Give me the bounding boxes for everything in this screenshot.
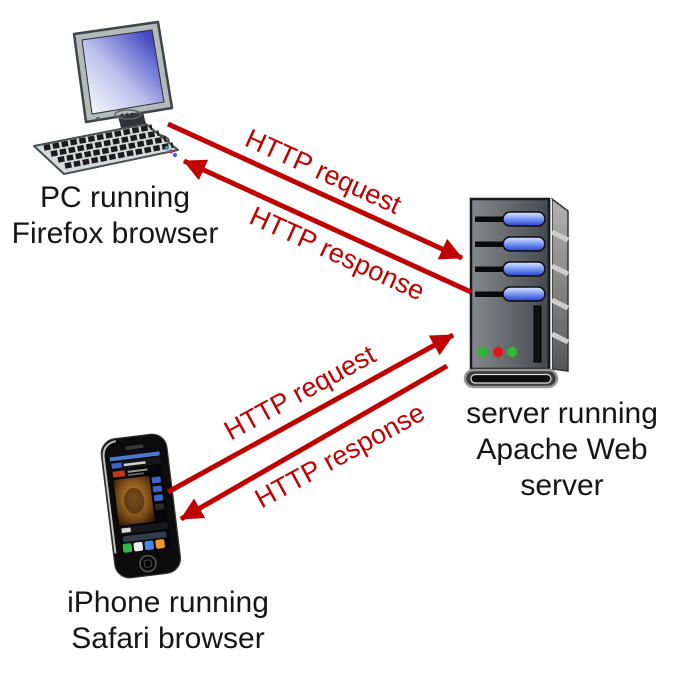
- iphone-icon: [86, 432, 196, 582]
- http-request-arrow-iphone-to-server: [166, 332, 455, 495]
- iphone-screen: [109, 451, 172, 554]
- iphone-edge-highlight: [102, 440, 117, 554]
- desktop-computer-icon: [30, 18, 190, 176]
- server-side-stripes: [550, 229, 570, 345]
- iphone-earpiece: [125, 444, 144, 450]
- server-caption: server running Apache Web server: [466, 397, 658, 502]
- http-request-arrow-pc-to-server: [166, 121, 464, 261]
- monitor-buttons: [114, 109, 142, 120]
- server-leds: [477, 346, 518, 358]
- http-response-arrow-server-to-pc: [182, 158, 473, 295]
- server-drive-bays: [475, 211, 546, 302]
- iphone-app-icons: [122, 539, 165, 553]
- monitor-screen: [81, 29, 165, 115]
- keyboard-keys: [43, 124, 174, 169]
- iphone-caption: iPhone running Safari browser: [67, 586, 269, 655]
- keyboard-colored-keys: [164, 145, 178, 158]
- server-tower-icon: [463, 194, 575, 390]
- pc-caption: PC running Firefox browser: [11, 181, 219, 250]
- http-response-arrow-server-to-iphone: [179, 363, 449, 522]
- iphone-home-button: [139, 554, 157, 573]
- power-button: [96, 117, 100, 121]
- server-vent-slot: [533, 305, 542, 363]
